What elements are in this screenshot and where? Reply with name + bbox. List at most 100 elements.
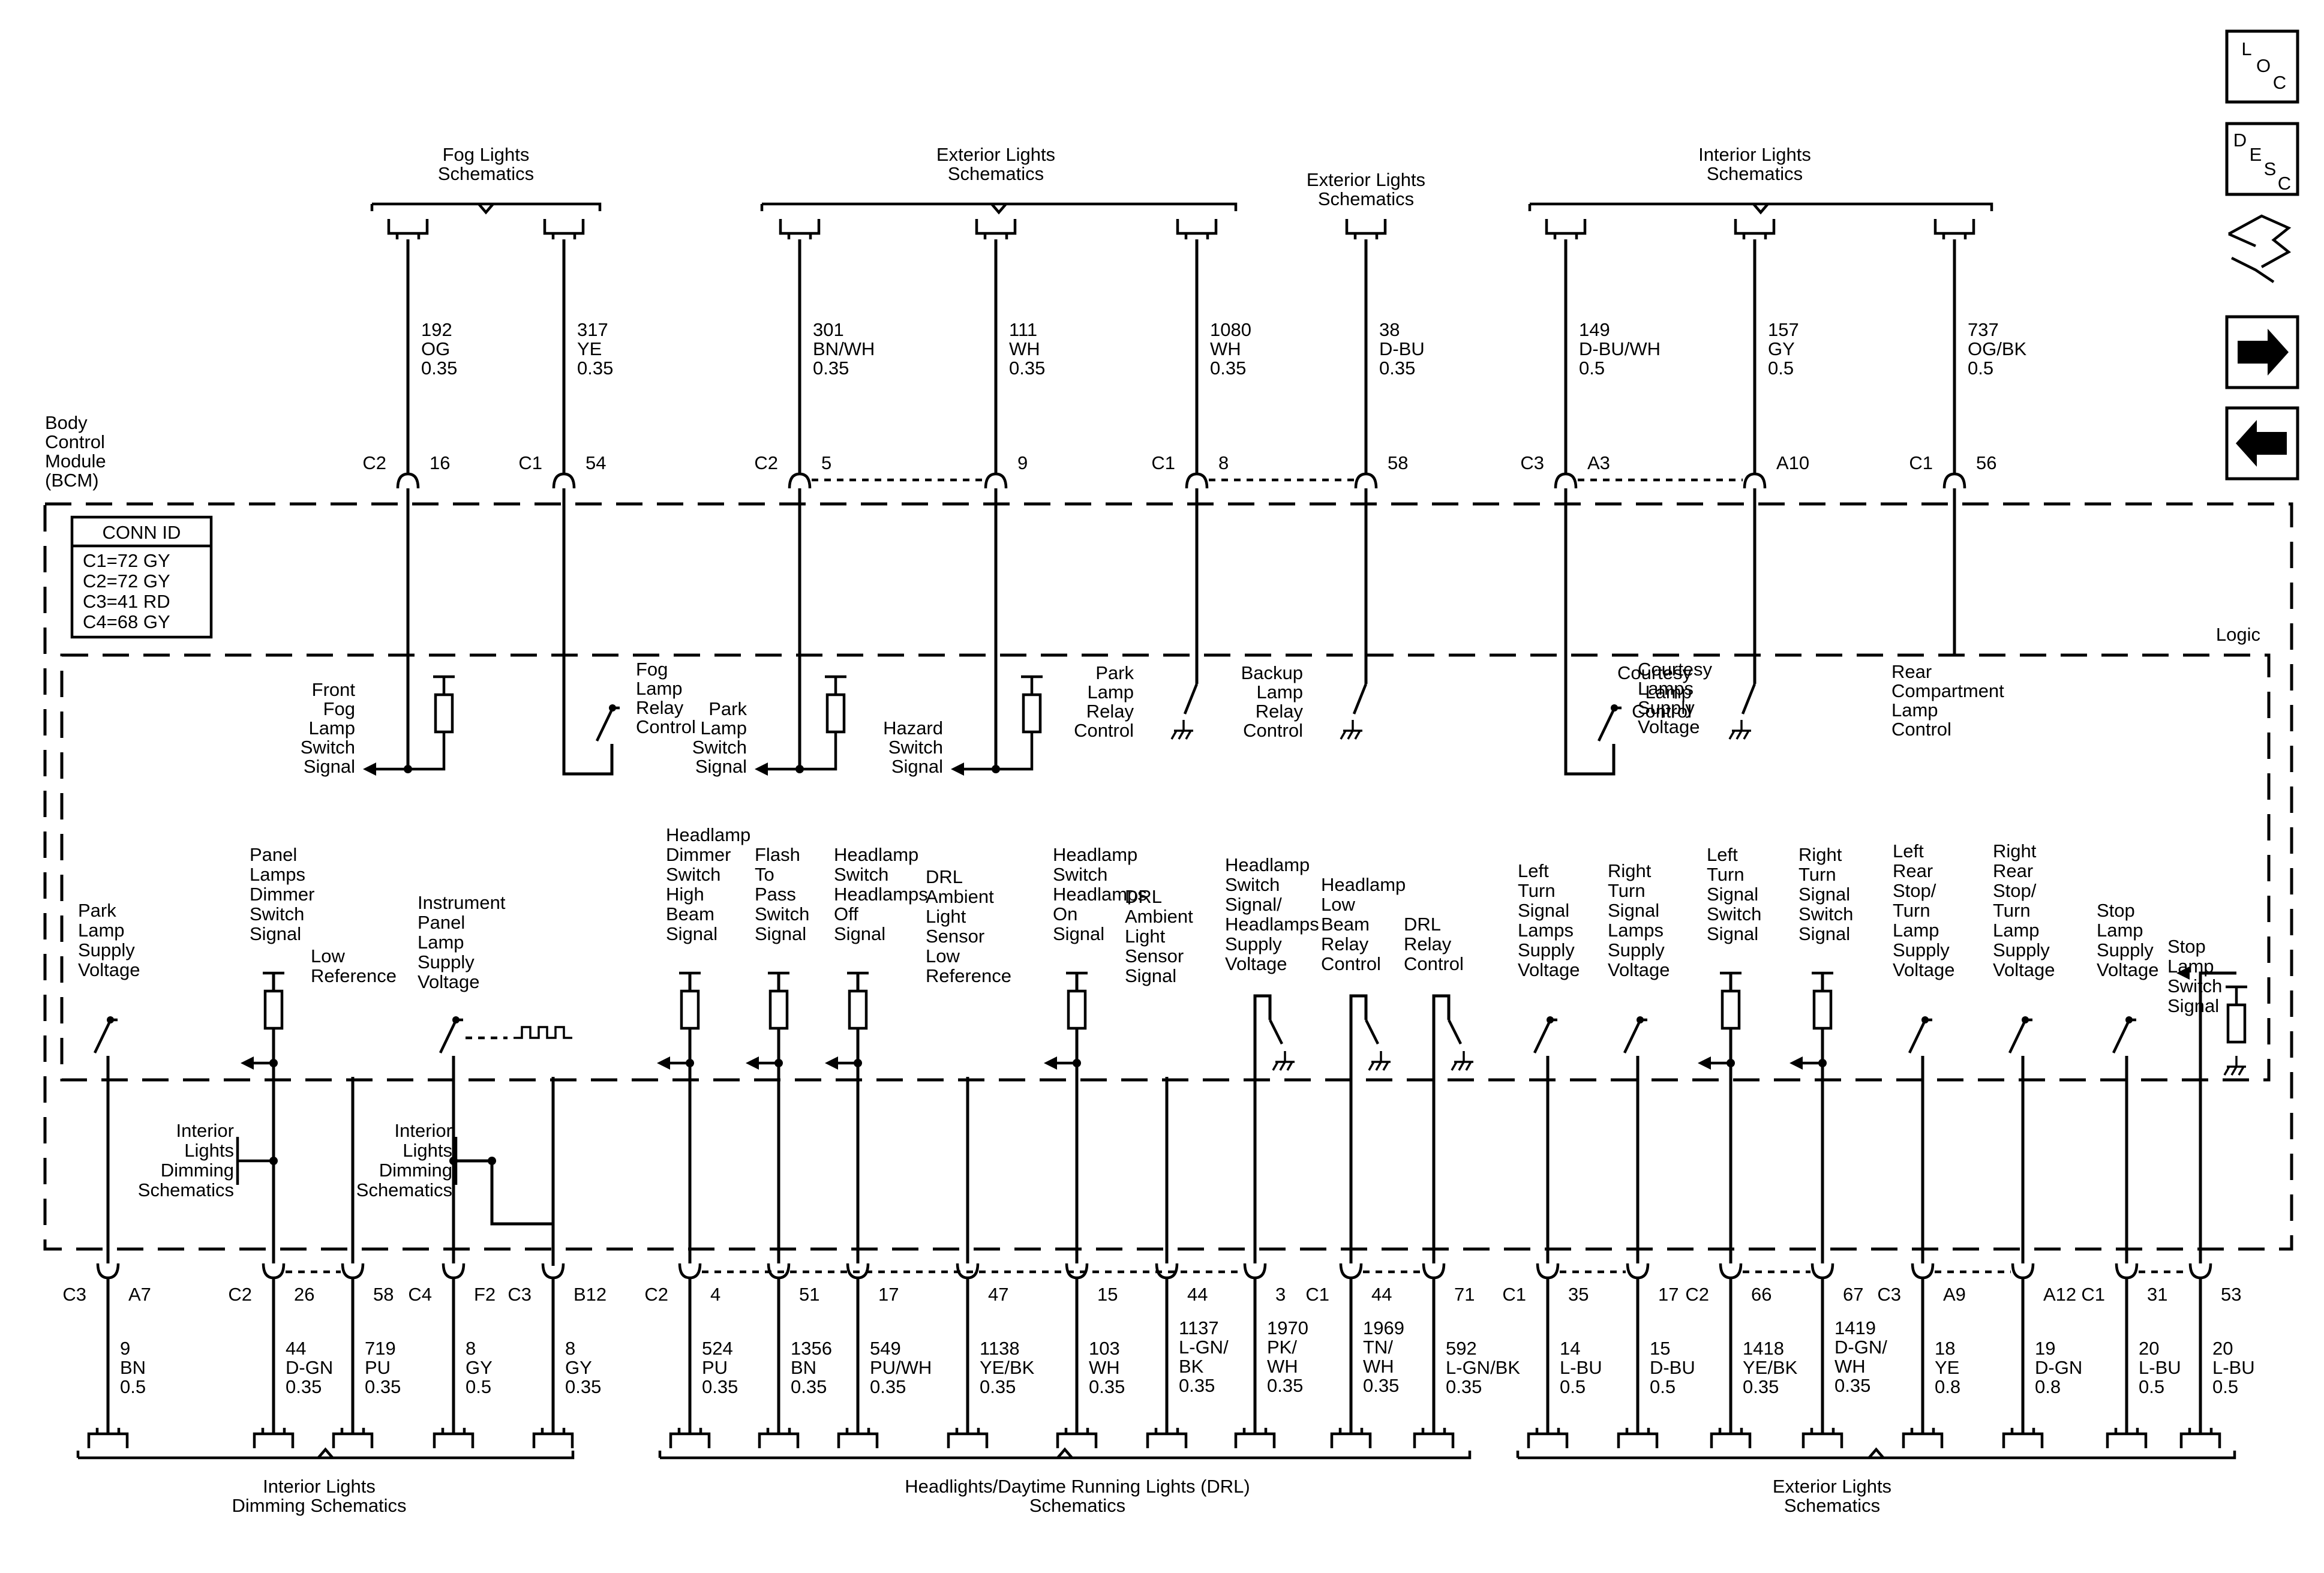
terminal-pin-icon bbox=[262, 1263, 286, 1280]
wire-spec: D-GN bbox=[2035, 1357, 2082, 1378]
connector-icon[interactable] bbox=[2227, 214, 2292, 283]
schematic-reference-label: Schematics bbox=[438, 163, 534, 184]
wire-spec: 1356 bbox=[791, 1338, 832, 1359]
circuit-function-label: Switch bbox=[666, 864, 720, 885]
wire-spec: PK/ bbox=[1267, 1337, 1297, 1358]
circuit-function-label: Supply bbox=[418, 951, 475, 972]
desc-letter: S bbox=[2264, 158, 2277, 179]
circuit-function-label: Dimmer bbox=[666, 844, 731, 865]
circuit-function-label: Control bbox=[636, 716, 696, 737]
circuit-function-label: To bbox=[755, 864, 774, 885]
resistor-lead bbox=[263, 971, 284, 991]
logic-label: Logic bbox=[2216, 624, 2260, 645]
resistor-body bbox=[1721, 989, 1741, 1030]
circuit-function-label: Signal bbox=[755, 923, 806, 944]
resistor-body bbox=[768, 989, 789, 1030]
callout-bracket bbox=[454, 1137, 492, 1185]
pin-number: 17 bbox=[878, 1284, 899, 1305]
circuit-function-label: Left bbox=[1518, 860, 1549, 881]
harness-connector-icon bbox=[1176, 219, 1218, 239]
schematic-reference-label: Headlights/Daytime Running Lights (DRL) bbox=[905, 1476, 1250, 1497]
wire-spec: GY bbox=[1768, 338, 1795, 359]
switch-blade bbox=[1623, 1018, 1647, 1053]
previous-page-button[interactable] bbox=[2225, 406, 2299, 481]
callout-bracket bbox=[236, 1137, 274, 1185]
circuit-function-label: Instrument bbox=[418, 892, 506, 913]
switch-icon bbox=[439, 1016, 463, 1053]
pin-number: 16 bbox=[430, 452, 450, 473]
wire-spec: 0.5 bbox=[1768, 358, 1794, 379]
wire-spec: 0.35 bbox=[1834, 1375, 1870, 1396]
wire-segment bbox=[1564, 488, 1616, 776]
circuit-function-label: Off bbox=[834, 903, 858, 924]
wire-spec: 0.35 bbox=[1009, 358, 1045, 379]
wire-spec: 0.5 bbox=[120, 1376, 146, 1397]
circuit-function-label: Signal bbox=[1798, 884, 1850, 905]
callout-label: Dimming bbox=[161, 1160, 234, 1181]
wire-spec: 44 bbox=[286, 1338, 306, 1359]
wire-spec: 20 bbox=[2212, 1338, 2233, 1359]
pin-number: 26 bbox=[294, 1284, 314, 1305]
chassis-ground-icon bbox=[1368, 1051, 1391, 1071]
circuit-function-label: Voltage bbox=[1518, 959, 1580, 980]
desc-letter: D bbox=[2233, 130, 2247, 151]
circuit-function-label: Pass bbox=[755, 884, 796, 905]
wire-spec: 149 bbox=[1579, 319, 1610, 340]
circuit-function-label: On bbox=[1053, 903, 1077, 924]
wire-spec: L-BU bbox=[2139, 1357, 2181, 1378]
schematic-brace bbox=[760, 202, 1238, 211]
bottom-circuit: 31970PK/WH0.35HeadlampSwitchSignal/Headl… bbox=[1225, 854, 1319, 1448]
signal-arrow-icon bbox=[241, 1056, 254, 1070]
ground-line bbox=[1170, 720, 1193, 740]
wire-spec: 0.8 bbox=[2035, 1376, 2061, 1397]
bottom-circuit: 441137L-GN/BK0.35DRLAmbientLightSensorSi… bbox=[1125, 886, 1229, 1448]
switch-blade bbox=[595, 706, 620, 742]
switch-blade bbox=[1597, 706, 1622, 742]
circuit-function-label: Fog bbox=[636, 659, 668, 680]
circuit-function-label: Stop bbox=[2097, 900, 2135, 921]
circuit-function-label: Headlamps bbox=[834, 884, 928, 905]
terminal-pin-icon bbox=[552, 472, 576, 489]
connector-id: C1 bbox=[518, 452, 542, 473]
circuit-function-label: Switch bbox=[692, 737, 747, 758]
next-page-button[interactable] bbox=[2225, 315, 2299, 389]
wire-spec: 0.35 bbox=[365, 1376, 401, 1397]
pin-number: 71 bbox=[1454, 1284, 1475, 1305]
schematic-reference-label: Schematics bbox=[1029, 1495, 1125, 1516]
circuit-function-label: Switch bbox=[755, 903, 809, 924]
pwm-waveform-icon bbox=[514, 1026, 572, 1039]
schematic-brace bbox=[370, 202, 602, 211]
switch-icon bbox=[1597, 704, 1622, 742]
bcm-label: Module bbox=[45, 451, 106, 472]
switch-blade bbox=[2112, 1018, 2136, 1053]
schematic-reference-label: Schematics bbox=[948, 163, 1044, 184]
resistor-body bbox=[1067, 989, 1087, 1030]
circuit-function-label: DRL bbox=[1125, 886, 1162, 907]
circuit-function-label: Headlamp bbox=[834, 844, 918, 865]
schematic-reference-label: Schematics bbox=[1784, 1495, 1880, 1516]
wire-spec: 8 bbox=[466, 1338, 476, 1359]
wire-spec: OG/BK bbox=[1968, 338, 2027, 359]
resistor-lead bbox=[825, 675, 846, 695]
wire-spec: 0.35 bbox=[813, 358, 849, 379]
connector-id: C1 bbox=[1305, 1284, 1329, 1305]
wire-spec: 157 bbox=[1768, 319, 1799, 340]
circuit-function-label: Switch bbox=[301, 737, 355, 758]
loc-button[interactable]: LOC bbox=[2225, 29, 2299, 104]
terminal-pin-icon bbox=[1942, 472, 1966, 489]
wire-spec: PU/WH bbox=[870, 1357, 932, 1378]
signal-arrow-icon bbox=[1044, 1056, 1057, 1070]
switch-icon bbox=[595, 704, 620, 742]
signal-arrow-icon bbox=[2176, 966, 2190, 980]
circuit-function-label: Signal bbox=[1707, 923, 1758, 944]
wire-spec: 0.5 bbox=[2139, 1376, 2164, 1397]
callout-label: Lights bbox=[403, 1140, 452, 1161]
pin-number: 66 bbox=[1751, 1284, 1771, 1305]
circuit-function-label: Signal bbox=[304, 756, 355, 777]
